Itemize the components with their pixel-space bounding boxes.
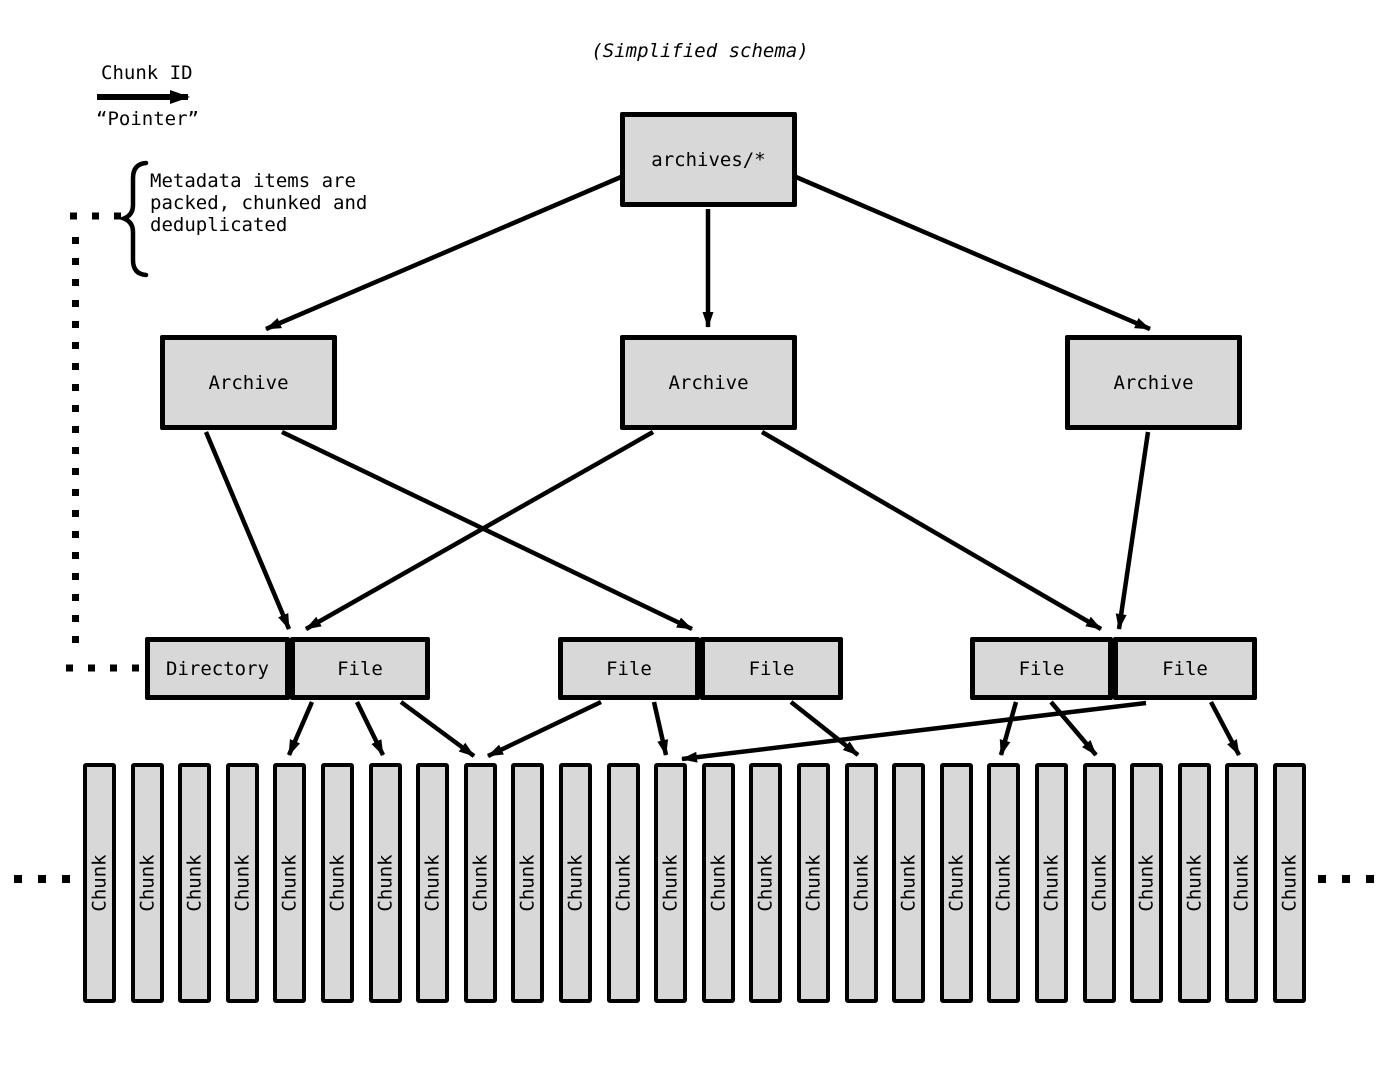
arrow-archive3-to-pair3 (1115, 431, 1151, 630)
node-file-2: File (558, 637, 700, 700)
note-line-1: Metadata items are (150, 170, 356, 192)
chunk-box: Chunk (940, 763, 973, 1003)
metadata-note: Metadata items are packed, chunked and d… (150, 170, 367, 236)
chunk-box: Chunk (83, 763, 116, 1003)
chunk-box: Chunk (1035, 763, 1068, 1003)
arrow-archive2-to-pair3 (760, 430, 1103, 631)
chunk-box: Chunk (226, 763, 259, 1003)
chunk-label: Chunk (1088, 854, 1111, 912)
chunk-box: Chunk (178, 763, 211, 1003)
node-file-1-label: File (337, 657, 383, 680)
node-file-3: File (700, 637, 843, 700)
chunk-label: Chunk (707, 854, 730, 912)
node-archive-2-label: Archive (668, 371, 749, 394)
chunk-box: Chunk (892, 763, 925, 1003)
node-file-5-label: File (1162, 657, 1208, 680)
node-archives-root-label: archives/* (651, 148, 766, 171)
chunk-box: Chunk (1273, 763, 1306, 1003)
chunk-label: Chunk (231, 854, 254, 912)
arrow-file5-to-chunk13-long (681, 700, 1147, 763)
chunk-box: Chunk (131, 763, 164, 1003)
chunk-label: Chunk (564, 854, 587, 912)
node-file-5: File (1113, 637, 1257, 700)
node-directory-1: Directory (145, 637, 290, 700)
arrow-file1-to-chunk7 (354, 701, 386, 756)
chunk-label: Chunk (88, 854, 111, 912)
chunk-label: Chunk (374, 854, 397, 912)
note-line-2: packed, chunked and (150, 192, 368, 214)
chunk-label: Chunk (1183, 854, 1206, 912)
node-archive-1: Archive (160, 335, 337, 430)
chunk-box: Chunk (797, 763, 830, 1003)
diagram-title: (Simplified schema) (591, 40, 809, 62)
chunk-box: Chunk (273, 763, 306, 1003)
arrow-file2-to-chunk9 (487, 699, 602, 759)
chunk-label: Chunk (992, 854, 1015, 912)
arrow-archive1-to-pair2 (281, 429, 693, 632)
arrow-file2-to-chunk13 (651, 701, 669, 756)
chunk-box: Chunk (607, 763, 640, 1003)
arrow-file5-to-chunk25 (1209, 700, 1241, 757)
note-brace (117, 160, 149, 278)
chunk-label: Chunk (1278, 854, 1301, 912)
chunk-label: Chunk (183, 854, 206, 912)
chunk-label: Chunk (469, 854, 492, 912)
chunk-box: Chunk (559, 763, 592, 1003)
chunk-box: Chunk (1083, 763, 1116, 1003)
arrow-root-to-archive-1 (265, 174, 622, 332)
chunk-box: Chunk (1225, 763, 1258, 1003)
chunk-box: Chunk (321, 763, 354, 1003)
node-file-3-label: File (748, 657, 795, 680)
node-archive-3: Archive (1065, 335, 1242, 430)
chunk-label: Chunk (754, 854, 777, 912)
chunk-box: Chunk (416, 763, 449, 1003)
node-file-4-label: File (1018, 657, 1065, 680)
node-file-4: File (970, 637, 1113, 700)
chunk-box: Chunk (987, 763, 1020, 1003)
chunk-label: Chunk (850, 854, 873, 912)
chunk-box: Chunk (1130, 763, 1163, 1003)
chunk-label: Chunk (278, 854, 301, 912)
arrow-file3-to-chunk17 (789, 700, 860, 757)
chunk-label: Chunk (1135, 854, 1158, 912)
node-file-1: File (290, 637, 430, 700)
node-archives-root: archives/* (620, 112, 797, 207)
chunk-label: Chunk (897, 854, 920, 912)
node-file-2-label: File (606, 657, 652, 680)
arrow-archive1-to-pair1 (203, 431, 292, 630)
chunk-label: Chunk (802, 854, 825, 912)
node-archive-2: Archive (620, 335, 797, 430)
chunk-box: Chunk (464, 763, 497, 1003)
chunk-label: Chunk (659, 854, 682, 912)
chunk-label: Chunk (612, 854, 635, 912)
arrow-file1-to-chunk9 (399, 700, 476, 758)
chunk-box: Chunk (702, 763, 735, 1003)
chunk-label: Chunk (1040, 854, 1063, 912)
chunk-box: Chunk (654, 763, 687, 1003)
chunk-label: Chunk (136, 854, 159, 912)
node-archive-3-label: Archive (1113, 371, 1194, 394)
arrow-archive2-to-pair1 (304, 430, 655, 631)
chunk-label: Chunk (326, 854, 349, 912)
chunk-label: Chunk (516, 854, 539, 912)
arrow-file4-to-chunk20 (998, 701, 1019, 756)
chunk-label: Chunk (421, 854, 444, 912)
chunk-box: Chunk (369, 763, 402, 1003)
node-archive-1-label: Archive (208, 371, 289, 394)
arrow-root-to-archive-3 (795, 174, 1151, 332)
chunk-label: Chunk (1230, 854, 1253, 912)
note-line-3: deduplicated (150, 214, 288, 236)
chunk-box: Chunk (1178, 763, 1211, 1003)
arrow-file4-to-chunk22 (1049, 700, 1098, 757)
node-directory-1-label: Directory (166, 657, 269, 680)
legend-chunk-id-label: Chunk ID (101, 62, 193, 84)
chunk-box: Chunk (845, 763, 878, 1003)
legend-pointer-label: “Pointer” (96, 108, 199, 130)
chunk-box: Chunk (511, 763, 544, 1003)
chunk-label: Chunk (945, 854, 968, 912)
chunk-box: Chunk (749, 763, 782, 1003)
arrow-file1-to-chunk5 (286, 701, 315, 756)
